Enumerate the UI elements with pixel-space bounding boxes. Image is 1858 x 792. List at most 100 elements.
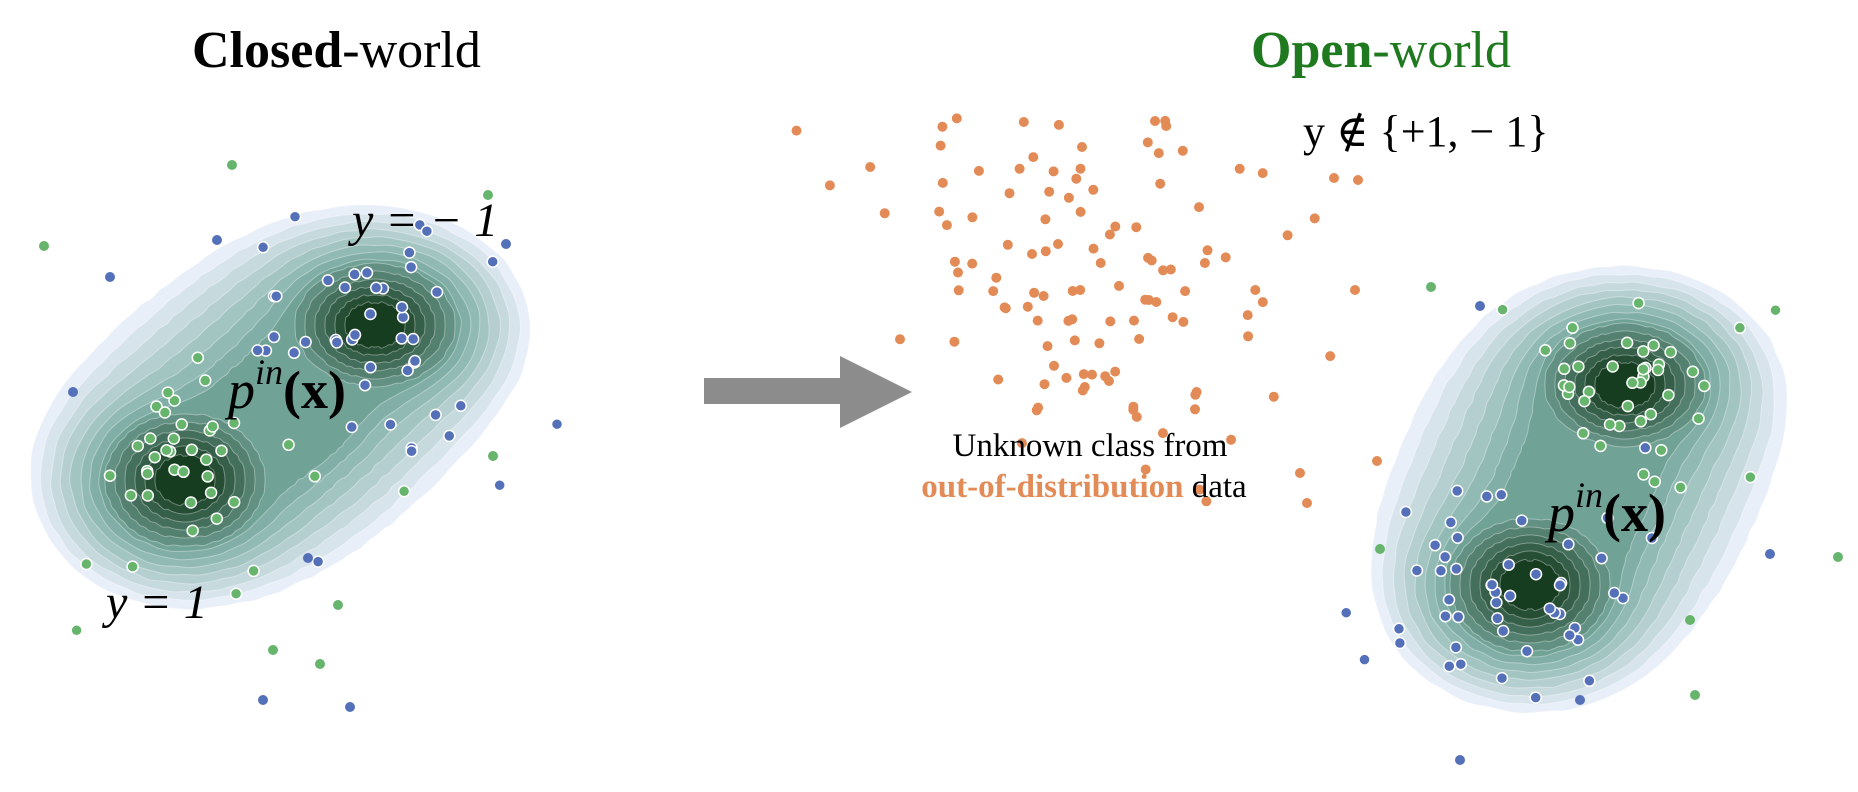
data-point: [1105, 316, 1116, 327]
data-point: [1079, 382, 1090, 392]
data-point: [1375, 544, 1385, 554]
data-point: [1674, 481, 1687, 494]
data-point: [1220, 252, 1231, 263]
data-point: [935, 140, 946, 151]
data-point: [1685, 615, 1695, 625]
data-point: [1017, 438, 1027, 449]
data-point: [1131, 222, 1142, 233]
data-point: [1022, 301, 1033, 312]
data-point: [177, 465, 190, 479]
data-point: [1645, 531, 1659, 545]
data-point: [1529, 567, 1543, 581]
data-point: [1495, 671, 1509, 685]
data-point: [1053, 239, 1063, 249]
data-point: [198, 374, 212, 387]
data-point: [247, 564, 260, 578]
data-point: [1257, 168, 1268, 179]
data-point: [299, 335, 312, 349]
ood-class-label: y ∉ {+1, − 1}: [1303, 107, 1548, 156]
data-point: [345, 420, 359, 434]
data-point: [1563, 336, 1577, 350]
data-point: [70, 624, 83, 637]
data-point: [1529, 691, 1542, 704]
data-point: [1071, 173, 1082, 184]
data-point: [1226, 434, 1237, 445]
data-point: [1636, 345, 1650, 358]
data-point: [229, 587, 243, 600]
data-point: [1061, 372, 1072, 383]
data-point: [1104, 229, 1115, 240]
data-point: [1439, 609, 1452, 623]
data-point: [185, 443, 199, 457]
data-point: [1044, 186, 1055, 197]
data-point: [1282, 230, 1293, 241]
data-point: [369, 281, 383, 295]
data-point: [1562, 538, 1575, 551]
data-point: [1543, 602, 1557, 615]
data-point: [486, 255, 499, 268]
data-point: [1153, 148, 1164, 159]
data-point: [429, 408, 442, 422]
data-point: [1637, 362, 1650, 376]
data-point: [1049, 360, 1059, 371]
data-point: [1450, 484, 1464, 498]
data-point: [1443, 659, 1456, 673]
data-point: [1566, 321, 1579, 335]
data-point: [1067, 314, 1078, 325]
data-point: [1190, 404, 1200, 415]
data-point: [184, 496, 198, 509]
data-point: [1002, 239, 1013, 250]
data-point: [1040, 214, 1051, 225]
data-point: [1603, 418, 1617, 431]
data-point: [949, 336, 960, 347]
data-point: [951, 113, 962, 124]
data-point: [1503, 589, 1517, 603]
data-point: [258, 695, 268, 705]
data-point: [1410, 564, 1424, 577]
data-point: [1069, 335, 1080, 346]
data-point: [161, 386, 175, 399]
data-point: [1442, 593, 1456, 607]
caption-line2: out-of-distribution data: [921, 469, 1247, 505]
data-point: [1038, 291, 1049, 301]
data-point: [953, 285, 964, 296]
data-point: [937, 121, 948, 132]
data-point: [1455, 755, 1465, 765]
data-point: [1392, 622, 1406, 636]
open-world-density-contours: [1370, 264, 1788, 714]
open-density-label: pin(x): [1544, 475, 1666, 543]
data-point: [311, 555, 325, 568]
data-point: [1563, 628, 1576, 642]
data-point: [395, 332, 408, 345]
data-point: [967, 212, 978, 223]
data-point: [1155, 178, 1166, 189]
data-point: [1572, 360, 1585, 373]
arrow-shaft: [704, 378, 844, 404]
data-point: [270, 289, 283, 303]
data-point: [200, 453, 213, 466]
data-point: [364, 307, 377, 321]
data-point: [1165, 264, 1176, 275]
data-point: [1067, 286, 1078, 296]
data-point: [879, 208, 890, 219]
data-point: [1268, 391, 1279, 402]
data-point: [403, 246, 416, 259]
data-point: [80, 557, 93, 571]
data-point: [1358, 653, 1371, 666]
data-point: [895, 334, 905, 345]
data-point: [148, 450, 162, 464]
data-point: [1733, 321, 1747, 335]
data-point: [1201, 496, 1212, 507]
data-point: [1578, 394, 1591, 408]
data-point: [1180, 286, 1191, 297]
data-point: [1053, 119, 1064, 130]
data-point: [206, 420, 219, 433]
data-point: [360, 266, 374, 280]
data-point: [287, 346, 301, 360]
data-point: [141, 489, 155, 502]
data-point: [1491, 612, 1504, 625]
data-point: [1075, 163, 1086, 174]
data-point: [1744, 470, 1757, 484]
data-point: [105, 272, 115, 282]
